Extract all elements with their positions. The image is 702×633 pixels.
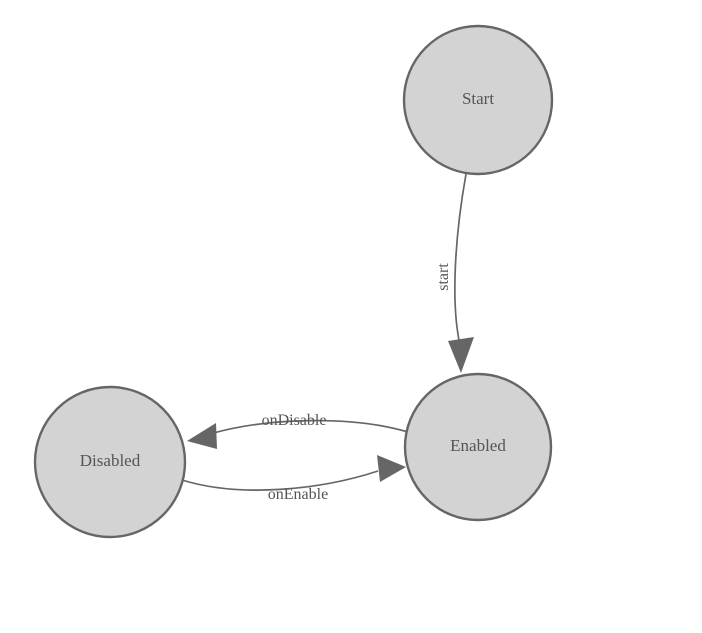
edge-start-to-enabled-path (454, 173, 467, 346)
edge-start-to-enabled-arrowhead (448, 337, 474, 373)
node-enabled-circle (403, 372, 553, 522)
node-enabled-label: Enabled (450, 436, 506, 455)
edge-disabled-to-enabled-path (181, 470, 379, 491)
node-start[interactable]: Start (402, 24, 554, 176)
node-start-circle (402, 24, 554, 176)
edge-enabled-to-disabled-arrowhead (187, 423, 217, 449)
edge-label-on-enable: onEnable (268, 486, 328, 503)
node-start-label: Start (462, 89, 494, 108)
edge-start-to-enabled[interactable] (448, 173, 474, 373)
node-disabled[interactable]: Disabled (33, 385, 187, 539)
node-disabled-label: Disabled (80, 451, 141, 470)
node-enabled[interactable]: Enabled (403, 372, 553, 522)
edge-label-start: start (435, 263, 452, 291)
edge-disabled-to-enabled-arrowhead (377, 455, 406, 482)
edge-enabled-to-disabled[interactable] (187, 419, 409, 449)
node-disabled-circle (33, 385, 187, 539)
edge-label-on-disable: onDisable (262, 412, 327, 429)
edge-enabled-to-disabled-path (209, 419, 409, 435)
edge-disabled-to-enabled[interactable] (181, 455, 406, 491)
